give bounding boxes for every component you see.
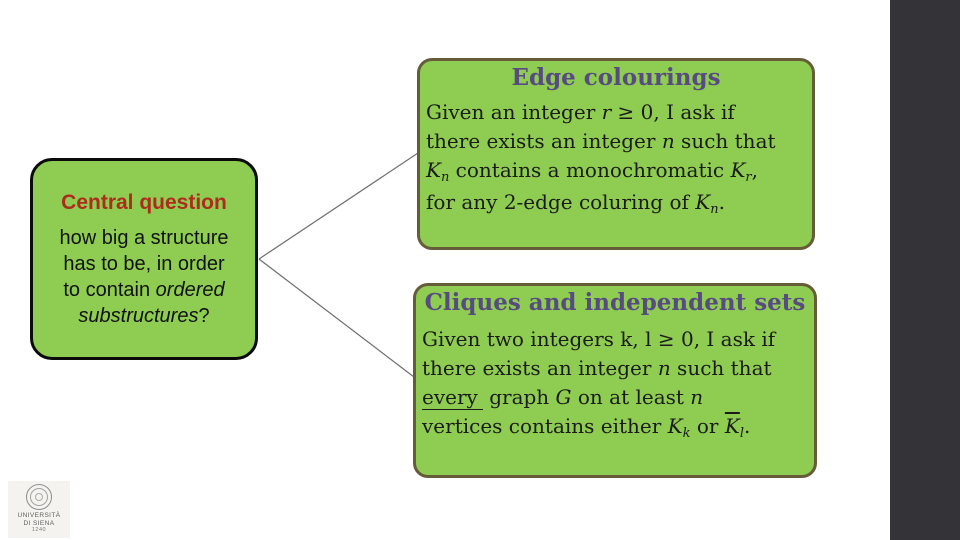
body-line: Given an integer r ≥ 0, I ask if bbox=[426, 98, 808, 127]
central-question-title: Central question bbox=[61, 191, 227, 214]
cliques-independent-sets-box: Cliques and independent sets Given two i… bbox=[413, 283, 817, 478]
body-line: has to be, in order bbox=[33, 251, 255, 277]
logo-founding-year: 1240 bbox=[31, 527, 47, 533]
edge-colourings-title: Edge colourings bbox=[511, 64, 721, 91]
emphasized-text: substructures bbox=[78, 305, 199, 327]
body-line: substructures? bbox=[33, 303, 255, 329]
body-text: or bbox=[690, 414, 725, 438]
edge-colourings-box: Edge colourings Given an integer r ≥ 0, … bbox=[417, 58, 815, 250]
math-var: K bbox=[426, 158, 441, 182]
body-text: such that bbox=[674, 129, 776, 153]
connector-line-to-edge-box bbox=[258, 152, 419, 260]
body-line: how big a structure bbox=[33, 225, 255, 251]
body-text: there exists an integer bbox=[426, 129, 662, 153]
university-of-siena-logo: UNIVERSITÀ DI SIENA 1240 bbox=[8, 481, 70, 538]
body-text: vertices contains either bbox=[422, 414, 668, 438]
body-text: on at least bbox=[571, 385, 691, 409]
body-text: Given two integers k, l ≥ 0, I ask if bbox=[422, 327, 776, 351]
math-subscript: l bbox=[739, 426, 744, 441]
emphasized-text: ordered bbox=[155, 279, 225, 301]
math-var-complement: K bbox=[724, 414, 740, 438]
body-text: has to be, in order bbox=[63, 253, 225, 275]
body-line: every graph G on at least n bbox=[422, 383, 810, 412]
logo-institution-name-line2: DI SIENA bbox=[23, 519, 55, 527]
math-var: n bbox=[661, 129, 675, 153]
central-question-body: how big a structure has to be, in order … bbox=[33, 225, 255, 329]
right-dark-sidebar bbox=[890, 0, 960, 540]
body-text: how big a structure bbox=[59, 227, 229, 249]
body-text: Given an integer bbox=[426, 100, 602, 124]
math-subscript: r bbox=[745, 170, 752, 185]
body-line: for any 2-edge coluring of Kn. bbox=[426, 188, 808, 220]
body-line: there exists an integer n such that bbox=[422, 354, 810, 383]
body-line: Given two integers k, l ≥ 0, I ask if bbox=[422, 325, 810, 354]
math-var: G bbox=[555, 385, 572, 409]
body-text: for any 2-edge coluring of bbox=[426, 190, 696, 214]
body-text: . bbox=[743, 414, 751, 438]
cliques-body: Given two integers k, l ≥ 0, I ask if th… bbox=[422, 325, 810, 444]
math-var: n bbox=[657, 356, 671, 380]
math-var: K bbox=[667, 414, 683, 438]
body-text: graph bbox=[482, 385, 556, 409]
body-line: Kn contains a monochromatic Kr, bbox=[426, 156, 808, 188]
body-line: to contain ordered bbox=[33, 277, 255, 303]
body-text: to contain bbox=[63, 279, 156, 301]
math-subscript: n bbox=[440, 170, 450, 185]
body-text: ≥ 0, I ask if bbox=[611, 100, 735, 124]
body-line: vertices contains either Kk or Kl. bbox=[422, 412, 810, 444]
math-var: n bbox=[690, 385, 704, 409]
logo-institution-name-line1: UNIVERSITÀ bbox=[17, 512, 61, 519]
math-var: r bbox=[601, 100, 612, 124]
seal-ring bbox=[30, 488, 48, 506]
body-text: . bbox=[718, 190, 725, 214]
body-text: there exists an integer bbox=[422, 356, 658, 380]
siena-seal-icon bbox=[26, 484, 52, 510]
body-text: ? bbox=[198, 305, 210, 327]
edge-colourings-body: Given an integer r ≥ 0, I ask if there e… bbox=[426, 98, 808, 220]
math-subscript: n bbox=[710, 202, 719, 217]
central-question-box: Central question how big a structure has… bbox=[30, 158, 258, 360]
math-subscript: k bbox=[682, 426, 691, 441]
underlined-word: every bbox=[422, 385, 483, 410]
seal-core bbox=[35, 493, 43, 501]
math-var: K bbox=[695, 190, 711, 214]
math-var: K bbox=[730, 158, 746, 182]
cliques-title: Cliques and independent sets bbox=[424, 289, 806, 316]
body-text: , bbox=[751, 158, 758, 182]
body-line: there exists an integer n such that bbox=[426, 127, 808, 156]
body-text: contains a monochromatic bbox=[449, 158, 731, 182]
connector-line-to-cliques-box bbox=[258, 258, 415, 378]
body-text: such that bbox=[670, 356, 772, 380]
